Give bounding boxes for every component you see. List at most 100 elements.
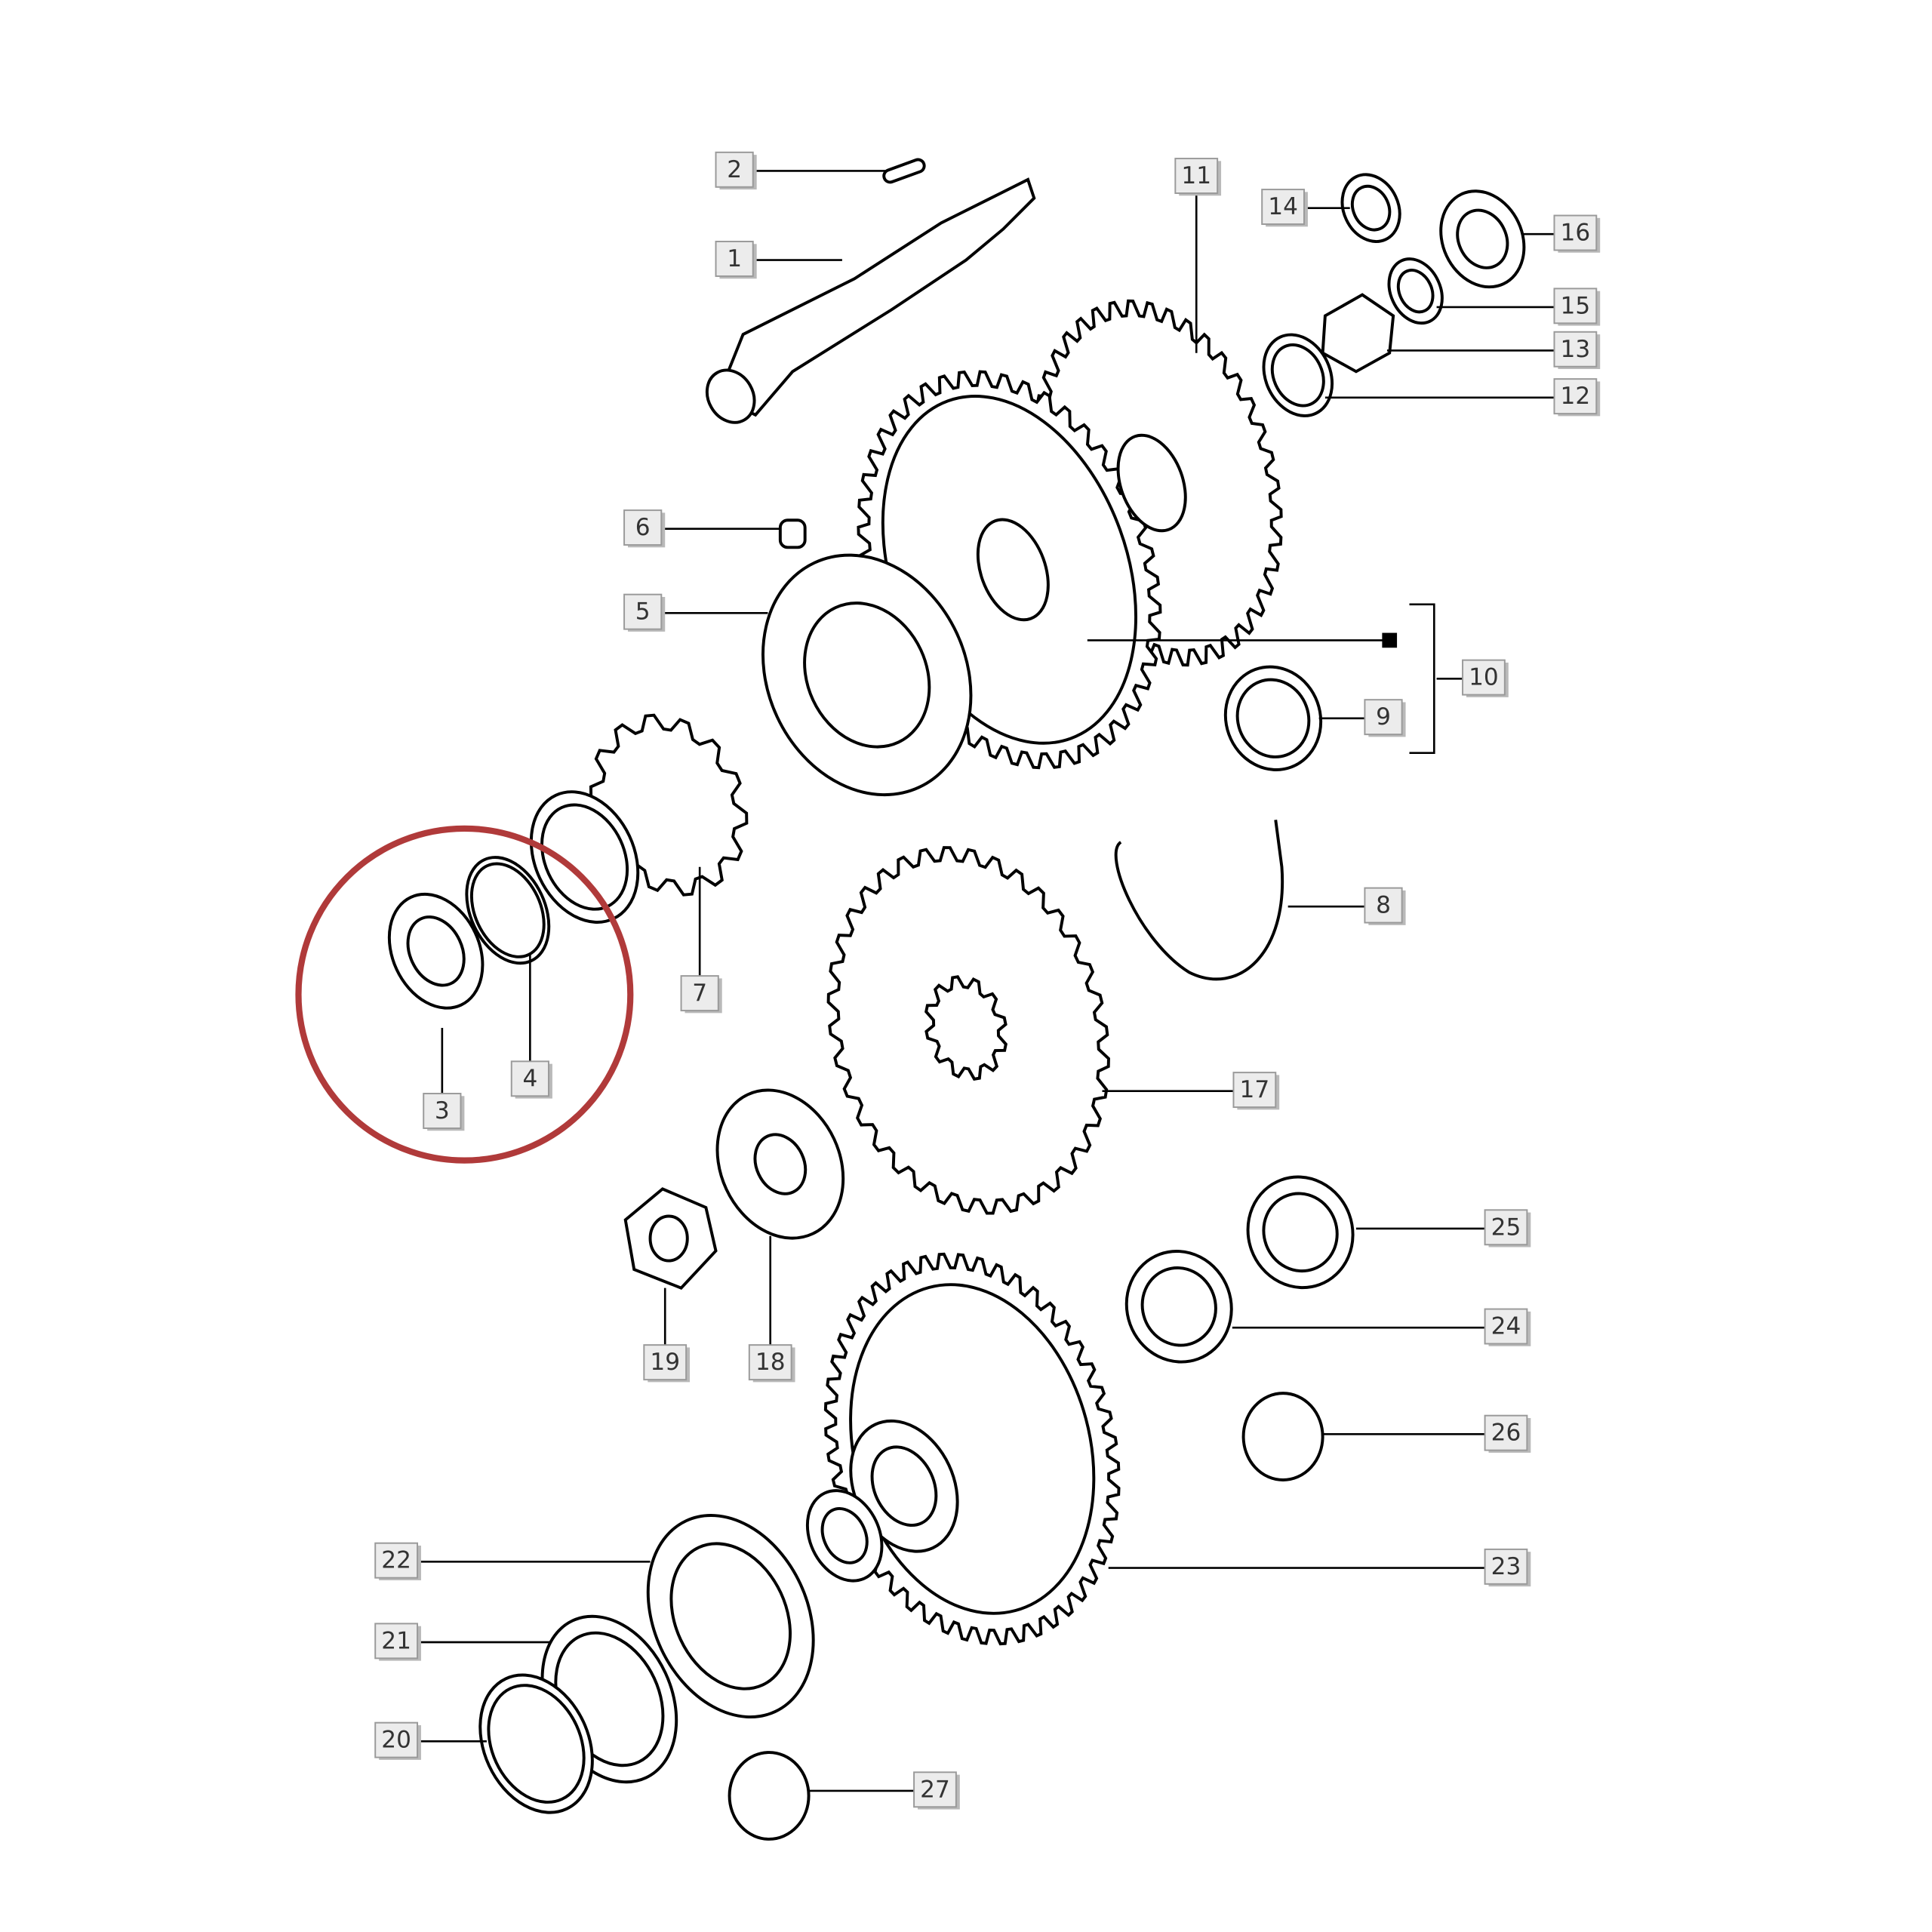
callout-number: 22 bbox=[381, 1547, 411, 1574]
bearing-3-part-bore bbox=[406, 915, 466, 987]
callout-number: 1 bbox=[727, 245, 742, 272]
callout-number: 2 bbox=[727, 156, 742, 183]
dog-clutch-part-bore bbox=[803, 601, 931, 749]
callout-23[interactable]: 23 bbox=[1484, 1548, 1531, 1587]
callout-box bbox=[715, 151, 754, 188]
shaft-end bbox=[705, 368, 756, 424]
callout-19[interactable]: 19 bbox=[643, 1344, 691, 1383]
bearing-16-part-bore bbox=[1456, 208, 1509, 269]
callout-box bbox=[623, 593, 663, 630]
callout-box bbox=[1553, 378, 1598, 415]
callout-9[interactable]: 9 bbox=[1364, 699, 1406, 737]
callout-box bbox=[1232, 1072, 1277, 1109]
callout-2[interactable]: 2 bbox=[715, 151, 757, 190]
callout-box bbox=[510, 1060, 549, 1097]
circlip-12-part-bore bbox=[1270, 343, 1325, 408]
callout-8[interactable]: 8 bbox=[1364, 887, 1406, 925]
gear-23-part bbox=[823, 1252, 1121, 1646]
callout-number: 23 bbox=[1491, 1553, 1521, 1580]
callout-number: 27 bbox=[920, 1776, 950, 1803]
callout-25[interactable]: 25 bbox=[1484, 1209, 1531, 1247]
gear-23-hub-bore bbox=[870, 1445, 938, 1527]
callout-number: 5 bbox=[635, 598, 651, 626]
callout-22[interactable]: 22 bbox=[374, 1542, 421, 1580]
callout-number: 19 bbox=[650, 1349, 680, 1376]
callout-24[interactable]: 24 bbox=[1484, 1308, 1531, 1346]
circle-27-part bbox=[728, 1751, 811, 1841]
callout-number: 13 bbox=[1561, 336, 1591, 363]
callout-number: 11 bbox=[1181, 162, 1211, 189]
callout-number: 14 bbox=[1268, 193, 1298, 220]
callout-number: 10 bbox=[1469, 664, 1499, 691]
callout-13[interactable]: 13 bbox=[1553, 331, 1601, 370]
bracket-10 bbox=[1409, 603, 1435, 755]
callout-21[interactable]: 21 bbox=[374, 1623, 421, 1661]
callout-16[interactable]: 16 bbox=[1553, 214, 1601, 253]
callout-number: 20 bbox=[381, 1727, 411, 1754]
callout-box bbox=[374, 1542, 419, 1579]
leader-marker-10 bbox=[1382, 632, 1398, 648]
callout-box bbox=[374, 1721, 419, 1758]
callout-box bbox=[623, 509, 663, 546]
callout-box bbox=[423, 1093, 462, 1129]
callout-box bbox=[1364, 887, 1403, 924]
callout-number: 4 bbox=[522, 1065, 537, 1092]
callout-3[interactable]: 3 bbox=[423, 1093, 465, 1131]
callout-number: 8 bbox=[1376, 892, 1391, 919]
nut-13-part bbox=[1321, 293, 1395, 374]
callout-box bbox=[1484, 1414, 1528, 1451]
callout-number: 25 bbox=[1491, 1214, 1521, 1241]
pin-part bbox=[778, 518, 807, 549]
callout-box bbox=[1364, 699, 1403, 736]
callout-10[interactable]: 10 bbox=[1462, 659, 1509, 697]
circle-26-part bbox=[1241, 1392, 1324, 1481]
callout-box bbox=[913, 1771, 957, 1808]
callout-20[interactable]: 20 bbox=[374, 1721, 421, 1760]
callout-box bbox=[715, 241, 754, 277]
callout-box bbox=[1462, 659, 1506, 696]
callout-14[interactable]: 14 bbox=[1261, 189, 1308, 227]
callout-box bbox=[1261, 189, 1305, 226]
callout-number: 18 bbox=[755, 1349, 786, 1376]
callout-5[interactable]: 5 bbox=[623, 593, 666, 632]
highlight-circle bbox=[295, 825, 634, 1164]
callout-box bbox=[1484, 1209, 1528, 1246]
callout-27[interactable]: 27 bbox=[913, 1771, 960, 1810]
bearing-22-part-bore bbox=[669, 1542, 792, 1690]
callout-number: 15 bbox=[1561, 292, 1591, 319]
nut-19-bore bbox=[648, 1214, 689, 1263]
key-part bbox=[882, 158, 926, 184]
callout-box bbox=[1174, 158, 1219, 194]
washer-18-part-bore bbox=[753, 1133, 808, 1195]
gear-23-spline-bore bbox=[820, 1507, 869, 1564]
callout-26[interactable]: 26 bbox=[1484, 1414, 1531, 1453]
callout-box bbox=[1484, 1548, 1528, 1585]
callout-7[interactable]: 7 bbox=[680, 975, 722, 1014]
callout-number: 3 bbox=[435, 1097, 450, 1124]
callout-number: 21 bbox=[381, 1627, 411, 1654]
gear-11-hub bbox=[1116, 433, 1187, 533]
callout-11[interactable]: 11 bbox=[1174, 158, 1222, 196]
parts-drawing bbox=[387, 158, 1526, 1841]
callout-box bbox=[1553, 214, 1598, 251]
callout-number: 6 bbox=[635, 514, 651, 541]
callout-box bbox=[374, 1623, 419, 1660]
callout-6[interactable]: 6 bbox=[623, 509, 666, 548]
ring-20-part-bore bbox=[487, 1684, 586, 1804]
callout-4[interactable]: 4 bbox=[510, 1060, 552, 1099]
needle-bearing-24-part-bore bbox=[1140, 1266, 1217, 1347]
callout-1[interactable]: 1 bbox=[715, 241, 757, 279]
callout-15[interactable]: 15 bbox=[1553, 288, 1601, 326]
callout-box bbox=[643, 1344, 688, 1381]
shaft-part bbox=[716, 177, 1036, 417]
callout-18[interactable]: 18 bbox=[748, 1344, 795, 1383]
callout-box bbox=[1553, 331, 1598, 368]
callout-number: 24 bbox=[1491, 1313, 1521, 1340]
spring-clip-8-part bbox=[1114, 820, 1284, 981]
callout-box bbox=[1553, 288, 1598, 325]
bush-9-part-bore bbox=[1235, 678, 1311, 758]
washer-15-part-bore bbox=[1396, 269, 1435, 314]
callout-12[interactable]: 12 bbox=[1553, 378, 1601, 417]
callout-17[interactable]: 17 bbox=[1232, 1072, 1280, 1110]
